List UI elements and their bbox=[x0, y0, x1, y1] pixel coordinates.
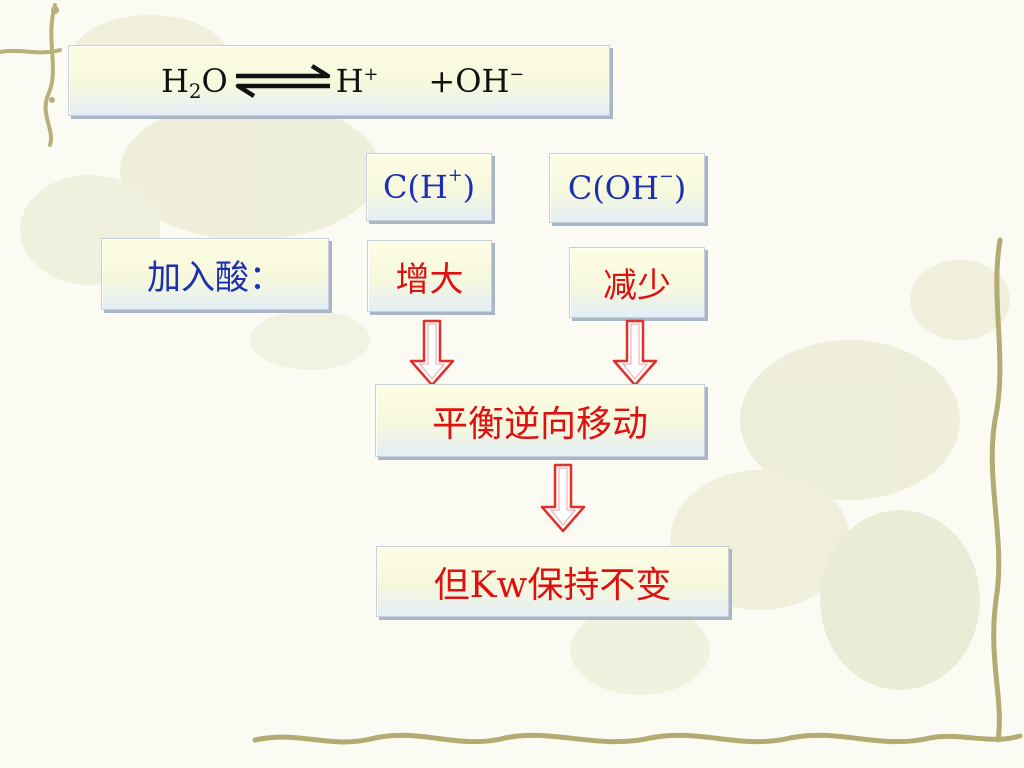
flower-blob bbox=[820, 510, 980, 690]
reactant-water: H2O bbox=[161, 61, 228, 104]
equilibrium-shift-box: 平衡逆向移动 bbox=[375, 384, 705, 457]
h-plus-change: 增大 bbox=[367, 240, 492, 312]
flower-blob bbox=[250, 310, 370, 370]
vine-top-left bbox=[0, 3, 62, 147]
kw-constant-box: 但Kw保持不变 bbox=[376, 546, 729, 617]
flower-blob bbox=[910, 260, 1010, 340]
flower-blob bbox=[120, 100, 380, 240]
vine-node bbox=[49, 97, 55, 103]
flower-blob bbox=[740, 340, 960, 500]
equation-box: H2O H+ +OH− bbox=[68, 45, 610, 116]
product-oh-minus: +OH− bbox=[428, 61, 525, 100]
down-arrow-icon bbox=[612, 319, 658, 387]
vine-node bbox=[51, 6, 59, 14]
header-oh-minus: C(OH−) bbox=[549, 153, 705, 223]
flower-blob bbox=[570, 605, 710, 695]
down-arrow-icon bbox=[540, 463, 586, 533]
vine-bottom bbox=[252, 732, 1023, 745]
product-h-plus: H+ bbox=[335, 61, 379, 100]
condition-add-acid: 加入酸： bbox=[101, 238, 329, 310]
down-arrow-icon bbox=[409, 319, 455, 387]
oh-minus-change: 减少 bbox=[569, 247, 705, 318]
reversible-arrow-icon bbox=[235, 63, 331, 98]
vine-right bbox=[989, 237, 1003, 743]
header-h-plus: C(H+) bbox=[366, 153, 492, 221]
